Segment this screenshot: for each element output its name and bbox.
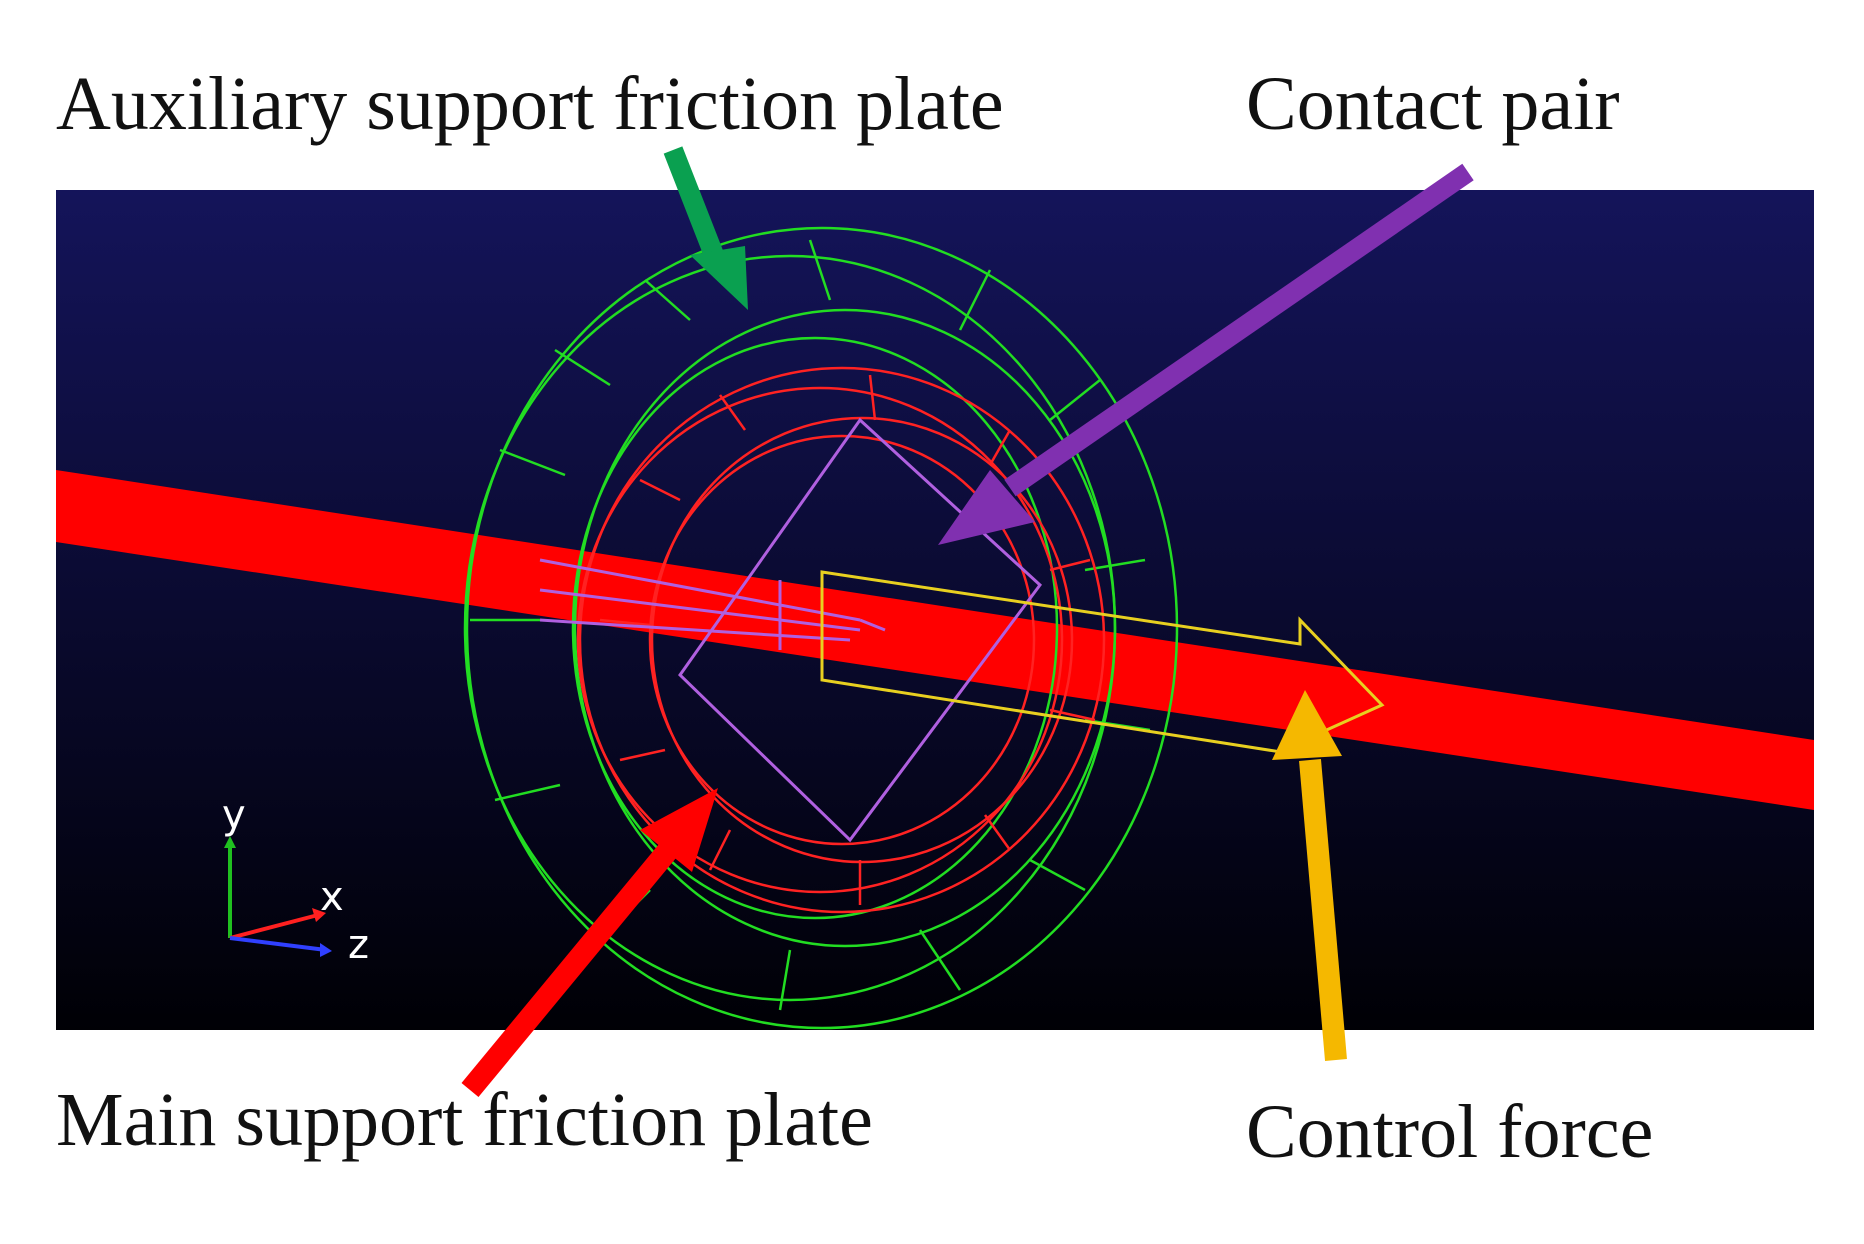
pointer-arrow-main bbox=[461, 788, 718, 1098]
label-contact-pair: Contact pair bbox=[1246, 62, 1620, 146]
label-control-force: Control force bbox=[1246, 1090, 1654, 1174]
axis-triad: y x z bbox=[222, 792, 369, 968]
pointer-arrow-contact bbox=[938, 163, 1474, 545]
control-force-arrow bbox=[820, 570, 1385, 757]
axis-z-label: z bbox=[348, 922, 369, 968]
auxiliary-plate-wireframe bbox=[463, 226, 1179, 1030]
label-auxiliary-support-friction-plate: Auxiliary support friction plate bbox=[56, 62, 1004, 146]
main-plate-wireframe bbox=[576, 366, 1106, 914]
pointer-arrow-auxiliary bbox=[663, 146, 748, 310]
axis-y-label: y bbox=[222, 792, 246, 838]
label-main-support-friction-plate: Main support friction plate bbox=[56, 1078, 873, 1162]
pointer-arrow-control bbox=[1272, 690, 1347, 1061]
axis-x-label: x bbox=[320, 874, 344, 920]
beam bbox=[56, 470, 1814, 810]
